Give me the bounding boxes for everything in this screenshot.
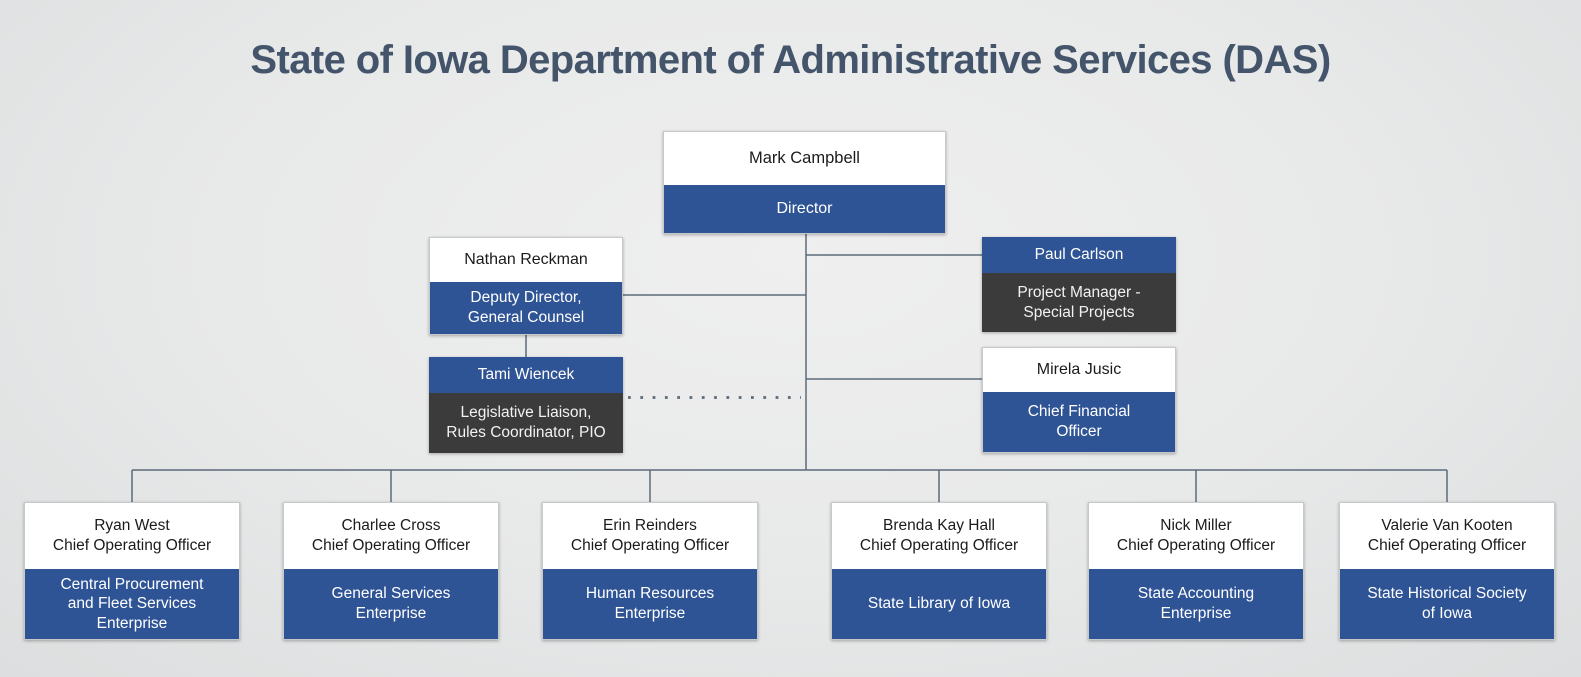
person-name: Brenda Kay Hall [882,517,995,535]
org-node-deputy-director: Nathan Reckman Deputy Director, General … [429,237,623,335]
person-name: Nathan Reckman [430,238,622,282]
page-title: State of Iowa Department of Administrati… [250,38,1331,82]
person-name: Paul Carlson [982,237,1176,273]
unit-name: Human Resources Enterprise [543,569,757,639]
person-role: Chief Operating Officer [859,537,1019,554]
org-node-director: Mark Campbell Director [663,131,946,234]
person-role: Deputy Director, General Counsel [430,282,622,334]
person-role: Chief Operating Officer [311,537,471,554]
person-name: Mirela Jusic [983,348,1175,392]
person-role: Legislative Liaison, Rules Coordinator, … [429,393,623,453]
person-role: Chief Operating Officer [1116,537,1276,554]
person-name: Charlee Cross [341,517,441,535]
person-name: Valerie Van Kooten [1381,517,1513,535]
org-node-cfo: Mirela Jusic Chief Financial Officer [982,347,1176,453]
person-name: Mark Campbell [664,132,945,185]
person-name: Ryan West [94,517,170,535]
person-role: Chief Operating Officer [52,537,212,554]
person-name: Nick Miller [1160,517,1232,535]
person-role: Chief Financial Officer [983,392,1175,452]
person-name: Erin Reinders [603,517,697,535]
unit-name: General Services Enterprise [284,569,498,639]
person-role: Chief Operating Officer [570,537,730,554]
unit-name: State Library of Iowa [832,569,1046,639]
unit-name: Central Procurement and Fleet Services E… [25,569,239,639]
org-node-project-manager: Paul Carlson Project Manager - Special P… [982,237,1176,332]
unit-name: State Historical Society of Iowa [1340,569,1554,639]
org-node-legislative-liaison: Tami Wiencek Legislative Liaison, Rules … [429,357,623,453]
person-role: Director [664,185,945,233]
person-role: Chief Operating Officer [1367,537,1527,554]
person-name: Tami Wiencek [429,357,623,393]
person-role: Project Manager - Special Projects [982,273,1176,332]
unit-name: State Accounting Enterprise [1089,569,1303,639]
